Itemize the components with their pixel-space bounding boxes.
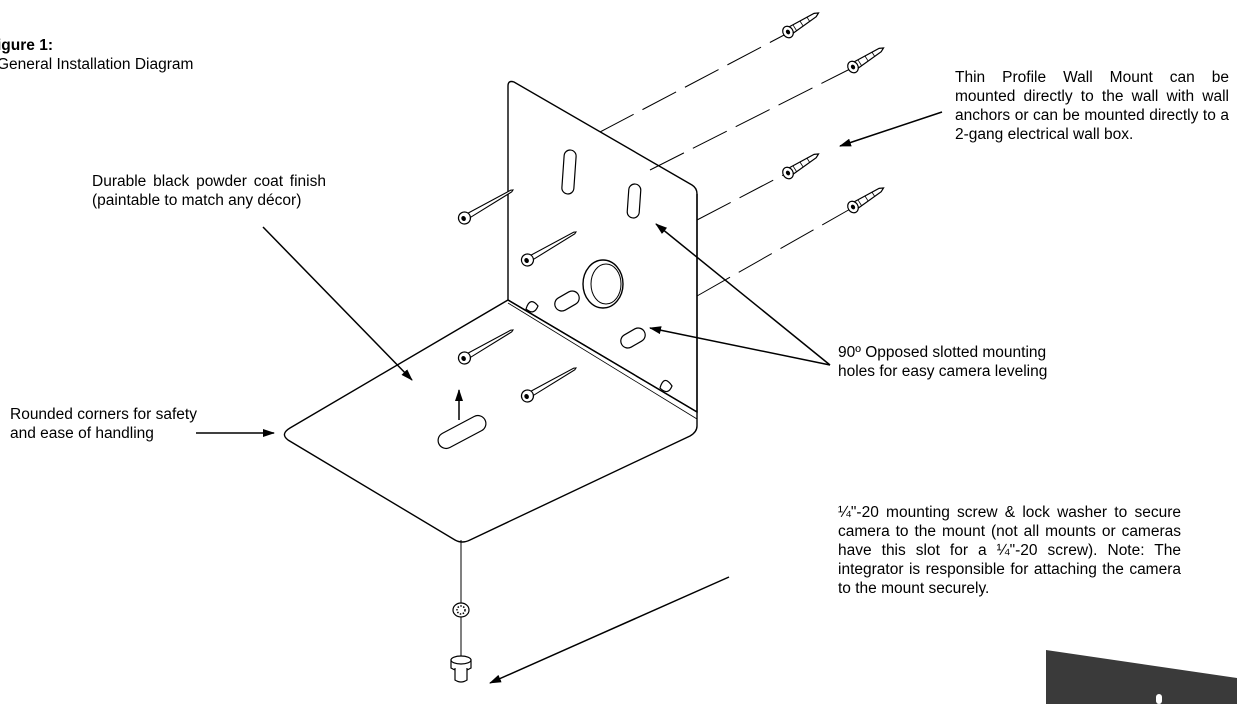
product-photo-fragment (1046, 650, 1237, 704)
callout-slotted-holes: 90º Opposed slotted mounting holes for e… (838, 344, 1048, 380)
callout-wall-mount: Thin Profile Wall Mount can be mounted d… (955, 69, 1229, 143)
figure-caption: igure 1: General Installation Diagram (0, 36, 193, 74)
base-plate (283, 299, 698, 543)
wall-anchors (599, 7, 888, 297)
callout-corners: Rounded corners for safety and ease of h… (10, 406, 197, 442)
figure-number: igure 1: (0, 37, 53, 54)
callout-arrows (196, 111, 943, 684)
bottom-screw-assembly (450, 540, 472, 683)
callout-screw: ¼"-20 mounting screw & lock washer to se… (838, 504, 1181, 597)
callout-finish: Durable black powder coat finish (painta… (92, 173, 326, 209)
figure-title: General Installation Diagram (0, 56, 194, 73)
